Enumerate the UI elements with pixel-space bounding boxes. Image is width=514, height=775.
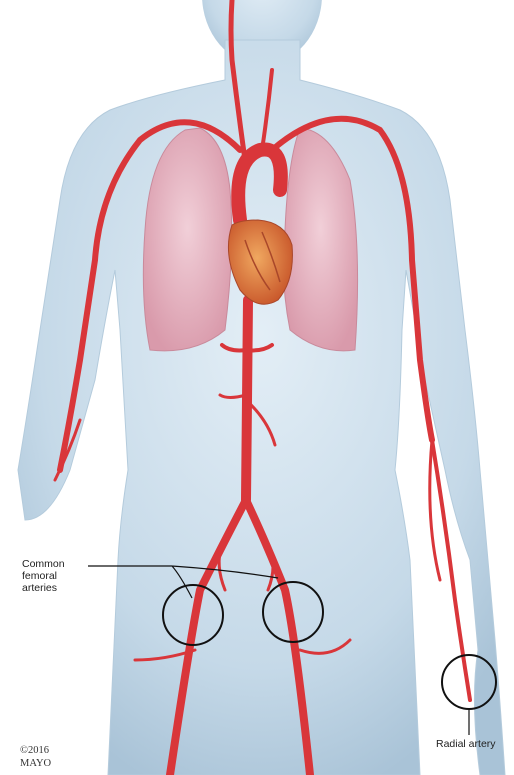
copyright-year: ©2016 [20,745,49,757]
copyright-org: MAYO [20,758,51,770]
femoral-arteries-label: Common femoral arteries [22,558,65,594]
body-silhouette [18,0,505,775]
radial-artery-label: Radial artery [436,738,496,750]
